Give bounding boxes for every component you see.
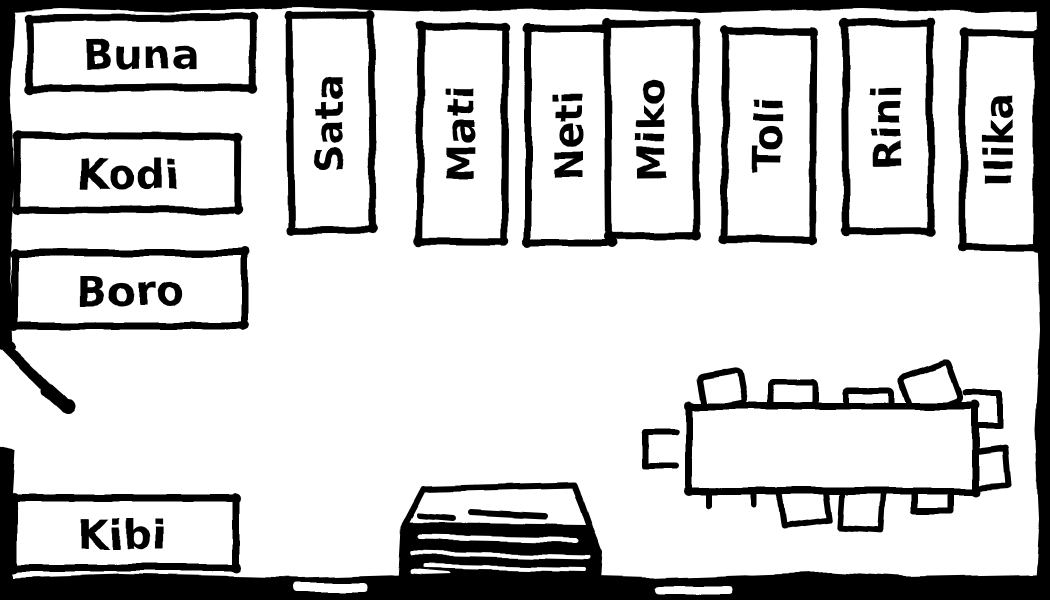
desk-ilika: Ilika bbox=[957, 27, 1043, 254]
desk-label-kodi: Kodi bbox=[77, 151, 180, 200]
wall-left-upper bbox=[0, 0, 16, 350]
wall-top bbox=[0, 0, 1050, 13]
desk-miko: Miko bbox=[602, 18, 702, 242]
desk-label-rini: Rini bbox=[865, 85, 911, 170]
wall-left-lower bbox=[0, 446, 15, 600]
desk-toli: Toli bbox=[719, 25, 819, 245]
desk-label-kibi: Kibi bbox=[77, 511, 166, 559]
desk-label-mati: Mati bbox=[439, 85, 485, 182]
desk-mati: Mati bbox=[414, 21, 511, 247]
scribbled-furniture bbox=[398, 482, 603, 584]
desk-kodi: Kodi bbox=[12, 130, 244, 216]
wall-opening bbox=[292, 583, 368, 592]
desk-label-neti: Neti bbox=[548, 90, 593, 181]
door-swing bbox=[3, 341, 76, 415]
chair bbox=[836, 489, 887, 533]
chair bbox=[963, 390, 1003, 429]
desk-label-buna: Buna bbox=[82, 31, 200, 80]
desk-label-boro: Boro bbox=[76, 268, 184, 316]
desk-kibi: Kibi bbox=[9, 493, 241, 573]
meeting-table bbox=[684, 401, 980, 496]
desk-label-ilika: Ilika bbox=[977, 93, 1022, 187]
wall-right bbox=[1034, 0, 1050, 600]
desk-neti: Neti bbox=[523, 24, 617, 248]
chair bbox=[972, 445, 1012, 490]
chair bbox=[775, 481, 833, 530]
desk-boro: Boro bbox=[10, 248, 250, 331]
wall-bottom bbox=[0, 572, 1050, 600]
desk-label-miko: Miko bbox=[629, 78, 675, 182]
wall-opening bbox=[656, 586, 733, 594]
desk-rini: Rini bbox=[840, 17, 936, 237]
chair bbox=[911, 485, 954, 514]
desk-label-sata: Sata bbox=[308, 73, 354, 173]
chair bbox=[642, 429, 679, 470]
desk-buna: Buna bbox=[24, 12, 258, 94]
desk-label-toli: Toli bbox=[746, 97, 792, 172]
desk-sata: Sata bbox=[284, 10, 378, 236]
